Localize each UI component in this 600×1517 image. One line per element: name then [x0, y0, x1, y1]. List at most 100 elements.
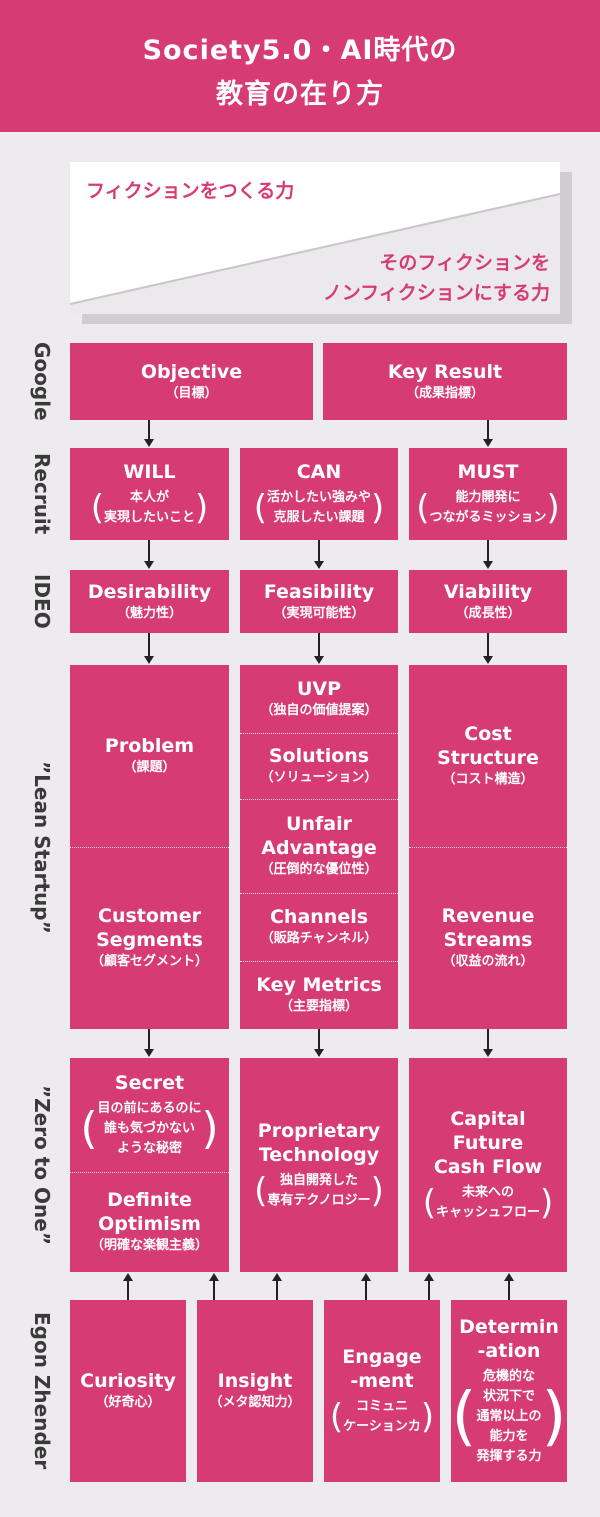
box-curiosity: Curiosity （好奇心）	[70, 1300, 186, 1482]
tech-title-2: Technology	[258, 1144, 380, 1166]
paren-close: )	[371, 488, 385, 528]
determ-line-1: 危機的な	[482, 1369, 535, 1384]
desirability-sub: （魅力性）	[116, 605, 182, 621]
determ-line-2: 状況下で	[482, 1389, 535, 1404]
arrow-keyresult-to-must	[487, 420, 489, 440]
arrow-viability-to-lean	[487, 633, 489, 657]
arrowhead-down	[314, 561, 324, 569]
cell-problem: Problem （課題）	[70, 665, 229, 847]
side-label-ideo: IDEO	[30, 574, 54, 629]
channels-title: Channels	[269, 906, 369, 928]
box-lean-right: Cost Structure （コスト構造） Revenue Streams （…	[409, 665, 567, 1029]
dotted-divider	[70, 1172, 229, 1173]
box-insight: Insight （メタ認知力）	[197, 1300, 313, 1482]
arrowhead-down	[483, 1049, 493, 1057]
box-viability: Viability （成長性）	[409, 570, 567, 633]
box-can: CAN (活かしたい強みや克服したい課題)	[240, 448, 398, 540]
side-label-lean-startup: ”Lean Startup”	[30, 760, 54, 934]
uvp-title: UVP	[296, 678, 342, 700]
capital-line-2: キャッシュフロー	[435, 1205, 540, 1220]
dotted-divider	[409, 847, 567, 848]
viability-sub: （成長性）	[455, 605, 521, 621]
can-line-1: 活かしたい強みや	[266, 490, 371, 505]
customer-title-2: Segments	[96, 929, 203, 951]
box-lean-middle: UVP （独自の価値提案） Solutions （ソリューション） Unfair…	[240, 665, 398, 1029]
solutions-sub: （ソリューション）	[260, 770, 378, 785]
determ-title-2: -ation	[477, 1340, 541, 1362]
dotted-divider	[70, 847, 229, 848]
will-line-1: 本人が	[129, 490, 169, 505]
arrowhead-down	[483, 561, 493, 569]
arrowhead-down	[144, 656, 154, 664]
box-feasibility: Feasibility （実現可能性）	[240, 570, 398, 633]
paren-close: )	[370, 1171, 384, 1211]
cell-secret: Secret (目の前にあるのに誰も気づかないような秘密)	[70, 1058, 229, 1172]
paren-open: (	[90, 488, 104, 528]
box-must: MUST (能力開発につながるミッション)	[409, 448, 567, 540]
box-objective: Objective （目標）	[70, 343, 313, 420]
paren-close: )	[195, 488, 209, 528]
arrow-lean-to-zero-left	[148, 1029, 150, 1050]
arrow-determination-up	[508, 1280, 510, 1300]
paren-close: )	[420, 1397, 435, 1437]
secret-title: Secret	[114, 1072, 185, 1094]
fiction-bottom-text: そのフィクションを ノンフィクションにする力	[323, 248, 550, 308]
metrics-sub: （主要指標）	[279, 999, 358, 1014]
fiction-bottom-line-1: そのフィクションを	[379, 252, 550, 274]
cell-solutions: Solutions （ソリューション）	[240, 733, 398, 799]
arrow-objective-to-will	[148, 420, 150, 440]
solutions-title: Solutions	[268, 745, 370, 767]
unfair-sub: （圧倒的な優位性）	[260, 862, 378, 877]
arrowhead-down	[314, 1049, 324, 1057]
will-line-2: 実現したいこと	[103, 510, 195, 525]
cell-uvp: UVP （独自の価値提案）	[240, 665, 398, 733]
definite-sub: （明確な楽観主義）	[90, 1238, 208, 1253]
arrow-engagement-up-right	[428, 1280, 430, 1300]
arrowhead-down	[483, 656, 493, 664]
will-title: WILL	[123, 461, 176, 483]
problem-sub: （課題）	[123, 760, 176, 775]
side-label-recruit: Recruit	[30, 453, 54, 535]
secret-line-3: ような秘密	[116, 1141, 182, 1156]
box-key-result: Key Result （成果指標）	[323, 343, 567, 420]
must-line-2: つながるミッション	[429, 510, 547, 525]
dotted-divider	[240, 799, 398, 800]
capital-title-3: Cash Flow	[433, 1156, 543, 1178]
box-will: WILL ( 本人が実現したいこと)	[70, 448, 229, 540]
arrowhead-down	[314, 656, 324, 664]
can-title: CAN	[296, 461, 342, 483]
arrowhead-down	[144, 1049, 154, 1057]
revenue-title-2: Streams	[443, 929, 533, 951]
arrow-engagement-up	[365, 1280, 367, 1300]
arrow-must-to-viability	[487, 540, 489, 562]
capital-title-2: Future	[452, 1132, 524, 1154]
definite-title-2: Optimism	[98, 1213, 201, 1235]
definite-title-1: Definite	[107, 1189, 192, 1211]
secret-line-1: 目の前にあるのに	[97, 1101, 202, 1116]
box-zero-left: Secret (目の前にあるのに誰も気づかないような秘密) Definite O…	[70, 1058, 229, 1272]
desirability-title: Desirability	[87, 580, 212, 603]
paren-open: (	[80, 1103, 98, 1154]
revenue-sub: （収益の流れ）	[442, 954, 534, 969]
paren-open: (	[254, 1171, 268, 1211]
arrow-feasibility-to-lean	[318, 633, 320, 657]
key-result-title: Key Result	[387, 360, 503, 383]
cell-customer-segments: Customer Segments （顧客セグメント）	[70, 847, 229, 1029]
fiction-lower-triangle	[70, 194, 560, 314]
paren-open: (	[422, 1183, 436, 1223]
engage-line-2: ケーションカ	[343, 1419, 421, 1434]
arrow-lean-to-zero-right	[487, 1029, 489, 1050]
feasibility-sub: （実現可能性）	[273, 605, 365, 621]
arrow-can-to-feasibility	[318, 540, 320, 562]
key-result-sub: （成果指標）	[405, 385, 484, 401]
cost-title-1: Cost	[464, 723, 512, 745]
box-desirability: Desirability （魅力性）	[70, 570, 229, 633]
capital-line-1: 未来への	[461, 1185, 514, 1200]
paren-close: )	[541, 1380, 567, 1454]
feasibility-title: Feasibility	[263, 580, 375, 603]
paren-close: )	[201, 1103, 219, 1154]
must-line-1: 能力開発に	[455, 490, 521, 505]
customer-sub: （顧客セグメント）	[90, 954, 208, 969]
paren-close: )	[540, 1183, 554, 1223]
engage-title-2: -ment	[350, 1370, 414, 1392]
